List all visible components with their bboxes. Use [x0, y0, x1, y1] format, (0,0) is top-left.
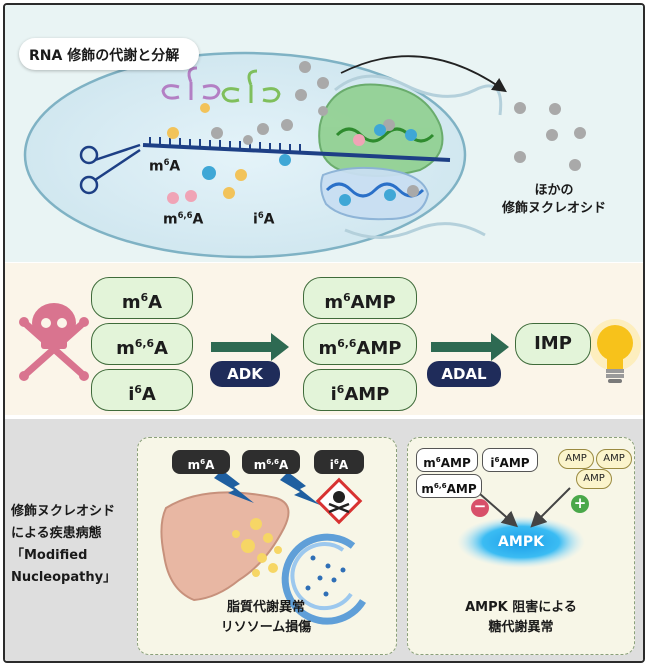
input-nucleoside-m66a: m6,6A — [91, 323, 193, 365]
hazard-sign-icon — [315, 477, 363, 525]
liver-lysosome-illustration — [160, 470, 366, 625]
plus-badge — [571, 495, 589, 513]
mrna-strand — [325, 182, 425, 198]
inhibitor-i6amp: i6AMP — [482, 448, 538, 472]
lightning-bolt-icon — [280, 472, 320, 505]
other-nucleosides-label: ほかの 修飾ヌクレオシド — [501, 183, 606, 216]
organelle-outline — [344, 222, 486, 239]
lysosome-contents — [305, 555, 346, 597]
pathway-graphics — [19, 303, 641, 383]
minus-badge — [471, 499, 489, 517]
intermediate-m6amp: m6AMP — [303, 277, 417, 319]
nucleoside-dots — [167, 61, 419, 206]
intermediate-i6amp: i6AMP — [303, 369, 417, 411]
skull-crossbones-icon — [19, 303, 89, 381]
mrna-strand — [335, 127, 435, 143]
export-arrow — [340, 55, 507, 93]
figure-frame: RNA 修飾の代謝と分解 m6A m6,6A i6A ほかの 修飾ヌクレオシド — [3, 3, 645, 663]
arrow-adal — [431, 333, 509, 361]
product-imp: IMP — [515, 323, 591, 365]
tag-m6a: m6A — [172, 450, 230, 474]
inhibitor-m66amp: m6,6AMP — [416, 474, 482, 498]
right-card-caption: AMPK 阻害による 糖代謝異常 — [465, 600, 577, 635]
left-card-caption: 脂質代謝異常 リソソーム損傷 — [220, 600, 312, 635]
lightning-bolt-icon — [214, 470, 254, 503]
modified-nucleopathy-title: 修飾ヌクレオシド による疾患病態 「Modified Nucleopathy」 — [11, 504, 117, 585]
ampk-illustration — [457, 487, 589, 568]
lysosome-inner-membrane — [290, 542, 353, 611]
input-nucleoside-m6a: m6A — [91, 277, 193, 319]
panel-title — [19, 38, 199, 70]
tag-m66a: m6,6A — [242, 450, 300, 474]
liver-icon — [160, 491, 290, 602]
lysosome-icon — [281, 533, 366, 625]
scissors-icon — [79, 143, 141, 195]
inhibit-arrow — [479, 493, 519, 528]
activator-amp: AMP — [576, 469, 612, 489]
ribosome-small-subunit — [320, 166, 430, 221]
arrow-adk — [211, 333, 289, 361]
activator-amp: AMP — [558, 449, 594, 469]
trna-icon — [221, 69, 281, 103]
minus-sign: − — [473, 497, 487, 515]
cell-illustration — [23, 51, 586, 259]
label-i6a: i6A — [253, 210, 275, 228]
released-nucleosides — [514, 102, 586, 171]
rna-backbone — [142, 143, 451, 162]
label-m6a: m6A — [149, 157, 181, 175]
enzyme-adal: ADAL — [427, 361, 501, 387]
intermediate-m66amp: m6,6AMP — [303, 323, 417, 365]
activate-arrow — [530, 487, 571, 528]
rna-metabolism-panel: RNA 修飾の代謝と分解 m6A m6,6A i6A ほかの 修飾ヌクレオシド — [5, 5, 643, 262]
enzyme-adk: ADK — [210, 361, 280, 387]
lipid-lysosome-card: m6A m6,6A i6A 脂質代謝異常 リソソーム損傷 — [137, 437, 397, 655]
ampk-label: AMPK — [498, 534, 544, 550]
panel-title-text: RNA 修飾の代謝と分解 — [29, 48, 180, 64]
rna-ticks — [149, 137, 301, 152]
ampk-inhibition-card: − + m6AMP i6AMP m6,6AMP AMP AMP AMP AMPK… — [407, 437, 635, 655]
metabolic-pathway-panel: m6A m6,6A i6A ADK m6AMP m6,6AMP i6AMP AD… — [5, 263, 643, 415]
tag-i6a: i6A — [314, 450, 364, 474]
lightbulb-icon — [589, 319, 641, 383]
inhibitor-m6amp: m6AMP — [416, 448, 478, 472]
plus-sign: + — [573, 494, 587, 512]
trna-icon — [161, 66, 221, 100]
disease-panel: 修飾ヌクレオシド による疾患病態 「Modified Nucleopathy」 — [5, 419, 643, 661]
lipid-droplets — [232, 518, 282, 577]
ampk-glow — [457, 516, 585, 568]
label-m66a: m6,6A — [163, 210, 204, 228]
input-nucleoside-i6a: i6A — [91, 369, 193, 411]
activator-amp: AMP — [596, 449, 632, 469]
